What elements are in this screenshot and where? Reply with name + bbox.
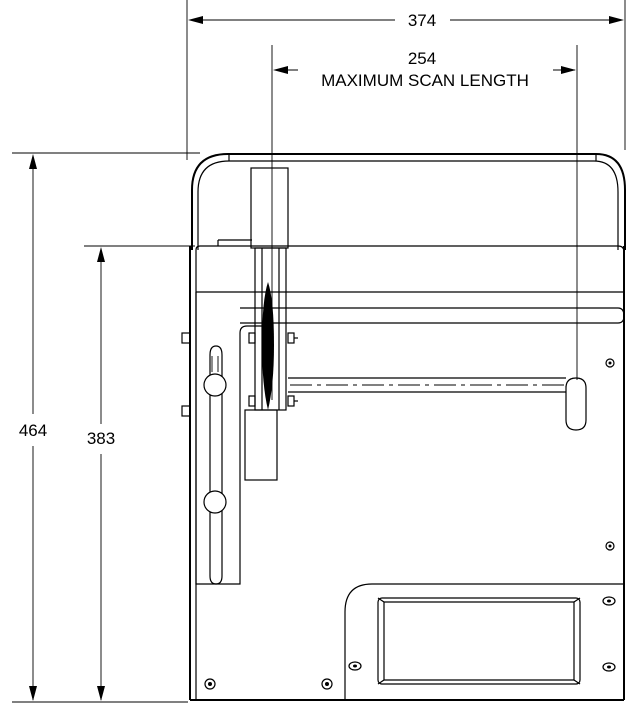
dimension-scan-length: 254 MAXIMUM SCAN LENGTH	[271, 45, 578, 400]
scan-length-value: 254	[408, 49, 436, 68]
screw-icon	[602, 596, 616, 606]
dimension-overall-height: 464	[12, 152, 200, 703]
scan-track-arm	[288, 377, 587, 431]
overall-height-label: 464	[19, 421, 47, 440]
scanner-housing	[181, 153, 626, 701]
screw-icon	[321, 678, 333, 690]
lower-height-label: 383	[87, 429, 115, 448]
dimension-lower-height: 383	[84, 245, 195, 701]
overall-width-label: 374	[408, 11, 436, 30]
scanner-probe-icon	[262, 282, 274, 410]
screw-icon	[605, 358, 615, 368]
screw-icon	[605, 541, 615, 551]
lower-tray	[344, 583, 624, 700]
screw-icon	[204, 678, 216, 690]
left-side-plate	[195, 292, 262, 585]
lower-knob-icon	[203, 490, 227, 514]
upper-knob-icon	[203, 373, 227, 397]
bottom-fasteners	[204, 678, 333, 690]
scan-head-carriage	[244, 167, 298, 481]
scan-length-caption: MAXIMUM SCAN LENGTH	[321, 71, 529, 90]
screw-icon	[348, 661, 362, 671]
right-side-fasteners	[602, 358, 616, 672]
dimension-overall-width: 374	[186, 0, 626, 160]
screw-icon	[602, 662, 616, 672]
